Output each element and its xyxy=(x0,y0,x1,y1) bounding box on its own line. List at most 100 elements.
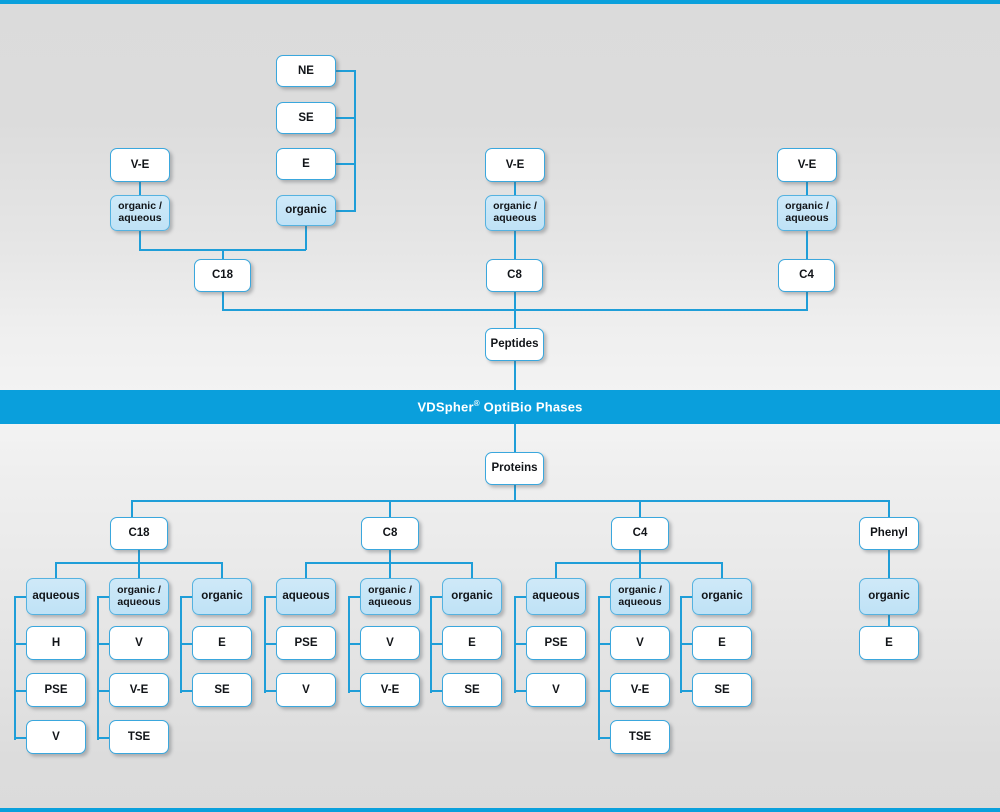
proteins-c8-node[interactable]: C8 xyxy=(361,517,419,550)
connector-proteins-c8-down xyxy=(389,550,391,563)
connector-bus-to-proteins-c8 xyxy=(389,500,391,518)
peptides-c18-ve-node[interactable]: V-E xyxy=(110,148,170,182)
connector-c18-aqueous-spine xyxy=(14,596,16,740)
connector-c18-orgaq-stub-3 xyxy=(97,737,110,739)
proteins-c8-aqueous-item-1[interactable]: V xyxy=(276,673,336,707)
connector-c18-aqueous-stub-1 xyxy=(14,643,27,645)
connector-c4-orgaq-to-c4 xyxy=(806,231,808,259)
proteins-c4-organic-node[interactable]: organic xyxy=(692,578,752,615)
proteins-c4-aqueous-item-1[interactable]: V xyxy=(526,673,586,707)
connector-c8-orgaq-stub-0 xyxy=(348,596,361,598)
connector-proteins-c4-down xyxy=(639,550,641,563)
connector-c4-orgaq-stub-3 xyxy=(598,737,611,739)
group-line-1: organic / xyxy=(117,583,161,596)
peptides-c4-organic-aqueous-node[interactable]: organic / aqueous xyxy=(777,195,837,231)
connector-c4-orgaq-drop xyxy=(639,562,641,578)
peptides-c8-organic-aqueous-node[interactable]: organic / aqueous xyxy=(485,195,545,231)
proteins-root-node[interactable]: Proteins xyxy=(485,452,544,485)
group-line-1: organic / xyxy=(368,583,412,596)
modifier-line-1: organic / xyxy=(785,200,829,213)
bottom-accent-rule xyxy=(0,808,1000,812)
proteins-phenyl-organic-node[interactable]: organic xyxy=(859,578,919,615)
proteins-c18-node[interactable]: C18 xyxy=(110,517,168,550)
product-banner: VDSpher® OptiBio Phases xyxy=(0,390,1000,424)
connector-proteins-c4-split xyxy=(555,562,722,564)
proteins-c4-orgaq-item-1[interactable]: V-E xyxy=(610,673,670,707)
proteins-c18-organic-aqueous-node[interactable]: organic / aqueous xyxy=(109,578,169,615)
proteins-c8-organic-item-0[interactable]: E xyxy=(442,626,502,660)
proteins-c8-orgaq-item-0[interactable]: V xyxy=(360,626,420,660)
proteins-phenyl-node[interactable]: Phenyl xyxy=(859,517,919,550)
connector-proteins-down xyxy=(514,485,516,501)
connector-c4-aqueous-stub-2 xyxy=(514,690,527,692)
connector-c4-aqueous-stub-1 xyxy=(514,643,527,645)
connector-ne-se-e-organic-spine xyxy=(354,70,356,212)
connector-phenyl-organic-to-item xyxy=(888,615,890,626)
connector-c4-orgaq-stub-2 xyxy=(598,690,611,692)
proteins-c18-organic-item-1[interactable]: SE xyxy=(192,673,252,707)
connector-c8-organic-stub-0 xyxy=(430,596,443,598)
proteins-c18-aqueous-item-2[interactable]: V xyxy=(26,720,86,754)
proteins-c18-orgaq-item-2[interactable]: TSE xyxy=(109,720,169,754)
peptides-c4-ve-node[interactable]: V-E xyxy=(777,148,837,182)
peptides-c18-se-node[interactable]: SE xyxy=(276,102,336,134)
group-line-2: aqueous xyxy=(368,595,412,608)
connector-bus-to-proteins-c4 xyxy=(639,500,641,518)
connector-c8-organic-drop xyxy=(471,562,473,578)
peptides-c8-ve-node[interactable]: V-E xyxy=(485,148,545,182)
proteins-c18-organic-node[interactable]: organic xyxy=(192,578,252,615)
proteins-c18-aqueous-node[interactable]: aqueous xyxy=(26,578,86,615)
connector-bus-to-proteins-c18 xyxy=(131,500,133,518)
peptides-root-node[interactable]: Peptides xyxy=(485,328,544,361)
proteins-c8-orgaq-item-1[interactable]: V-E xyxy=(360,673,420,707)
connector-c4-organic-stub-0 xyxy=(680,596,693,598)
peptides-c18-organic-node[interactable]: organic xyxy=(276,195,336,226)
connector-c18-organic-stub-2 xyxy=(180,690,193,692)
connector-c4-to-bus xyxy=(806,292,808,310)
peptides-c18-ne-node[interactable]: NE xyxy=(276,55,336,87)
proteins-c18-aqueous-item-0[interactable]: H xyxy=(26,626,86,660)
group-line-2: aqueous xyxy=(117,595,161,608)
proteins-c4-aqueous-item-0[interactable]: PSE xyxy=(526,626,586,660)
modifier-line-2: aqueous xyxy=(118,212,162,224)
proteins-c8-aqueous-node[interactable]: aqueous xyxy=(276,578,336,615)
modifier-line-1: organic / xyxy=(493,200,537,213)
proteins-c18-aqueous-item-1[interactable]: PSE xyxy=(26,673,86,707)
connector-c18-orgaq-spine xyxy=(97,596,99,740)
proteins-c8-organic-item-1[interactable]: SE xyxy=(442,673,502,707)
connector-ne-right-stub xyxy=(336,70,356,72)
connector-proteins-bus xyxy=(131,500,889,502)
proteins-c8-aqueous-item-0[interactable]: PSE xyxy=(276,626,336,660)
proteins-c18-orgaq-item-0[interactable]: V xyxy=(109,626,169,660)
connector-c8-organic-stub-2 xyxy=(430,690,443,692)
proteins-phenyl-organic-item-0[interactable]: E xyxy=(859,626,919,660)
connector-c8-orgaq-drop xyxy=(389,562,391,578)
connector-c4-ve-to-orgaq xyxy=(806,182,808,195)
peptides-c18-e-node[interactable]: E xyxy=(276,148,336,180)
proteins-c4-orgaq-item-2[interactable]: TSE xyxy=(610,720,670,754)
connector-c18-organic-stub-1 xyxy=(180,643,193,645)
connector-c8-orgaq-stub-1 xyxy=(348,643,361,645)
proteins-c8-organic-node[interactable]: organic xyxy=(442,578,502,615)
peptides-c8-node[interactable]: C8 xyxy=(486,259,543,292)
proteins-c4-node[interactable]: C4 xyxy=(611,517,669,550)
proteins-c4-organic-item-1[interactable]: SE xyxy=(692,673,752,707)
connector-c4-orgaq-stub-0 xyxy=(598,596,611,598)
proteins-c4-organic-item-0[interactable]: E xyxy=(692,626,752,660)
proteins-c4-organic-aqueous-node[interactable]: organic / aqueous xyxy=(610,578,670,615)
peptides-c4-node[interactable]: C4 xyxy=(778,259,835,292)
connector-c18-orgaq-stub-1 xyxy=(97,643,110,645)
peptides-c18-node[interactable]: C18 xyxy=(194,259,251,292)
connector-phenyl-to-organic xyxy=(888,550,890,578)
proteins-c18-orgaq-item-1[interactable]: V-E xyxy=(109,673,169,707)
modifier-line-2: aqueous xyxy=(785,212,829,224)
peptides-c18-organic-aqueous-node[interactable]: organic / aqueous xyxy=(110,195,170,231)
registered-mark-icon: ® xyxy=(473,399,480,409)
proteins-c18-organic-item-0[interactable]: E xyxy=(192,626,252,660)
connector-c8-aqueous-drop xyxy=(305,562,307,578)
proteins-c8-organic-aqueous-node[interactable]: organic / aqueous xyxy=(360,578,420,615)
connector-c18-to-bus xyxy=(222,292,224,310)
proteins-c4-orgaq-item-0[interactable]: V xyxy=(610,626,670,660)
proteins-c4-aqueous-node[interactable]: aqueous xyxy=(526,578,586,615)
modifier-line-2: aqueous xyxy=(493,212,537,224)
